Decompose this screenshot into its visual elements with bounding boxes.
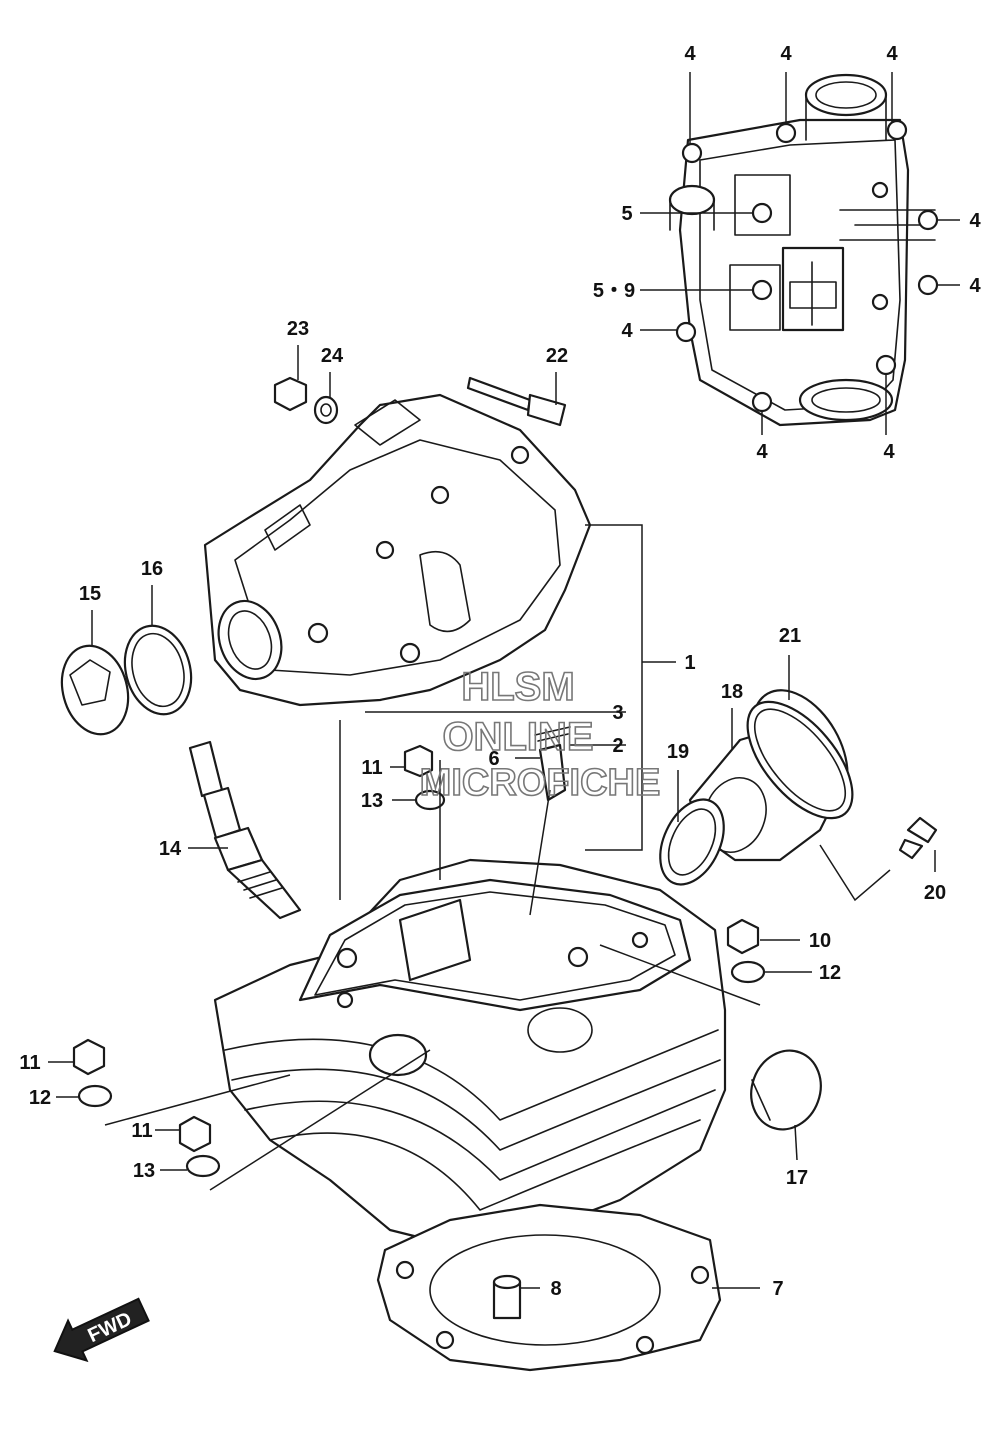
washer-13a-part: [414, 789, 446, 811]
dowel-pin-part: [492, 1274, 522, 1320]
callout-4: 4: [969, 210, 981, 232]
callout-11: 11: [19, 1052, 40, 1074]
watermark-line-2: ONLINE: [442, 715, 593, 759]
callout-23: 23: [287, 318, 309, 340]
callout-4: 4: [780, 43, 792, 65]
leader-lines: [48, 72, 960, 1289]
callout-5-9: 5・9: [593, 280, 635, 302]
callout-8: 8: [550, 1278, 561, 1300]
callout-3: 3: [612, 702, 623, 724]
callout-5: 5: [621, 203, 632, 225]
callout-labels: 4 4 4 4 4 4 4 4 5 5・9 23 24 22 15 16 1 3…: [19, 43, 981, 1300]
nut-10-part: [726, 918, 760, 955]
callout-22: 22: [546, 345, 568, 367]
valve-guide-part: [534, 726, 571, 802]
watermark-line-1: HLSM: [461, 665, 574, 709]
cylinder-block-part: [213, 858, 727, 1247]
nut-11b-part: [72, 1038, 106, 1076]
nut-23-part: [273, 376, 308, 412]
callout-10: 10: [809, 930, 831, 952]
callout-17: 17: [786, 1167, 808, 1189]
watermark-line-3: MICROFICHE: [420, 762, 661, 804]
callout-4: 4: [756, 441, 768, 463]
bolt-20-part: [898, 816, 938, 860]
o-ring-part: [123, 624, 193, 716]
callout-15: 15: [79, 583, 101, 605]
callout-12: 12: [29, 1087, 51, 1109]
callout-20: 20: [924, 882, 946, 904]
washer-13b-part: [185, 1154, 221, 1178]
callout-4: 4: [969, 275, 981, 297]
cylinder-head-part: [203, 393, 592, 707]
head-cover-part: [668, 73, 939, 427]
callout-4: 4: [886, 43, 898, 65]
callout-4: 4: [684, 43, 696, 65]
washer-24-part: [313, 395, 339, 425]
hose-clamp-part: [746, 700, 854, 820]
plug-cap-part: [60, 644, 130, 736]
nut-11a-part: [403, 744, 434, 778]
callout-21: 21: [779, 625, 801, 647]
callout-16: 16: [141, 558, 163, 580]
watermark: HLSM ONLINE MICROFICHE: [419, 664, 661, 805]
washer-12b-part: [77, 1084, 113, 1108]
base-gasket-part: [376, 1203, 722, 1372]
callout-19: 19: [667, 741, 689, 763]
callout-4: 4: [883, 441, 895, 463]
callout-2: 2: [612, 735, 623, 757]
callout-6: 6: [488, 748, 499, 770]
callout-14: 14: [159, 838, 182, 860]
callout-11: 11: [361, 757, 382, 779]
nut-11c-part: [178, 1115, 212, 1153]
callout-4: 4: [621, 320, 633, 342]
spark-plug-part: [188, 740, 302, 920]
intake-o-ring-part: [659, 798, 725, 886]
callout-24: 24: [321, 345, 344, 367]
callout-13: 13: [361, 790, 383, 812]
callout-7: 7: [772, 1278, 783, 1300]
cap-part: [750, 1049, 822, 1131]
fwd-arrow-icon: FWD: [53, 1297, 150, 1363]
callout-13: 13: [133, 1160, 155, 1182]
washer-12a-part: [730, 960, 766, 984]
callout-12: 12: [819, 962, 841, 984]
callout-18: 18: [721, 681, 743, 703]
callout-11: 11: [131, 1120, 152, 1142]
callout-1: 1: [684, 652, 695, 674]
